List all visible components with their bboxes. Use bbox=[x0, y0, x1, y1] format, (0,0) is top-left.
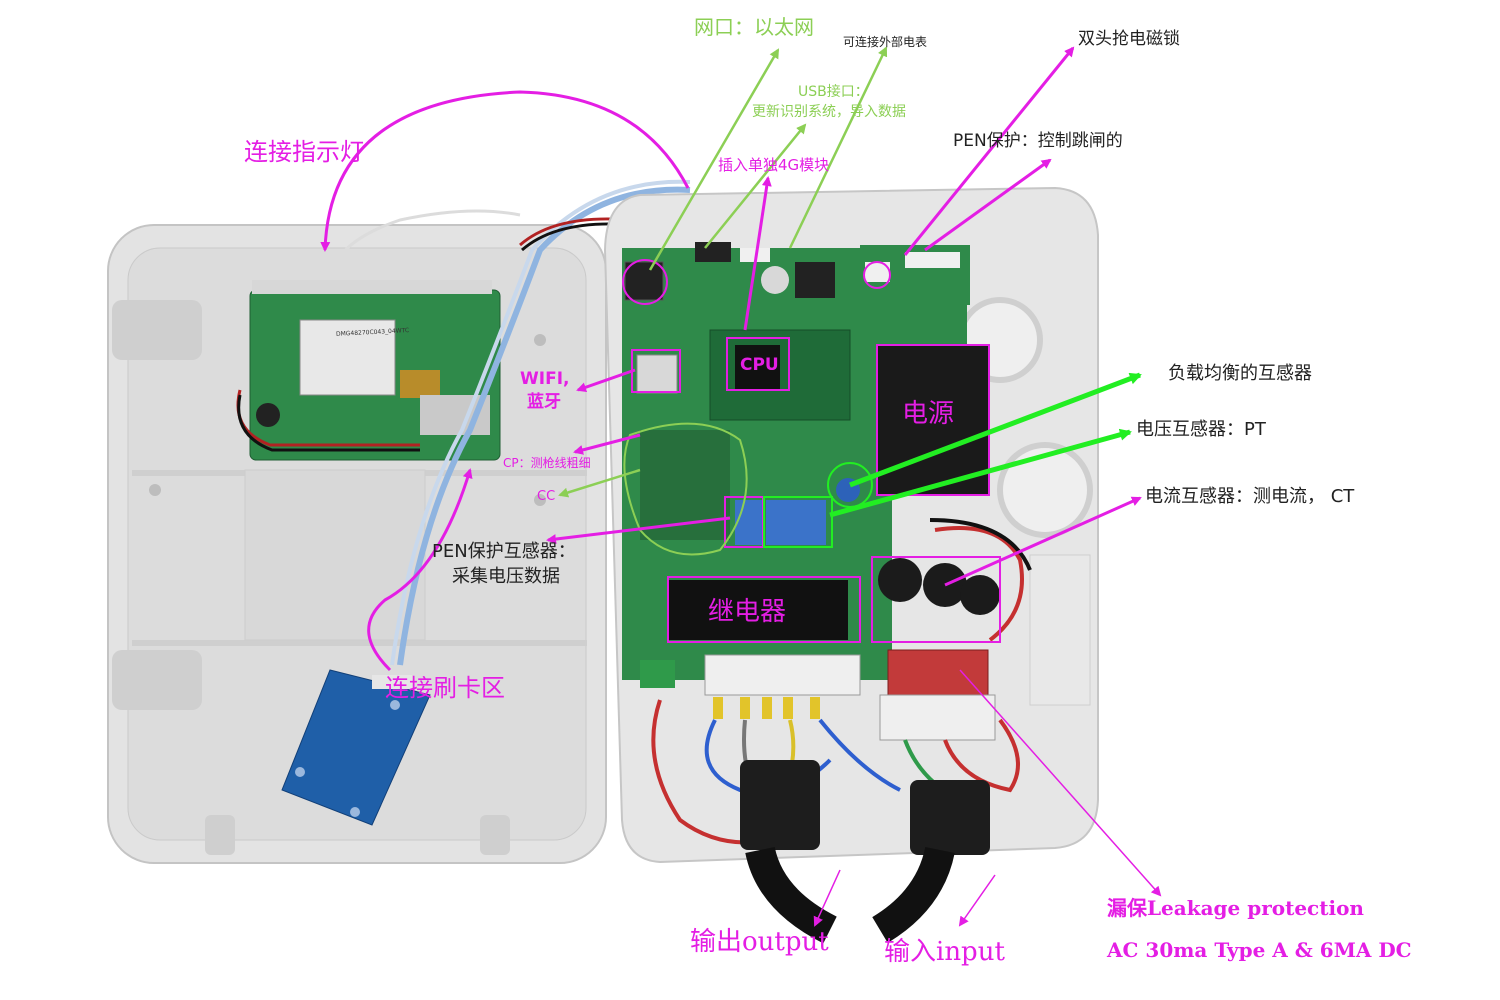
terminal-blocks bbox=[704, 654, 861, 719]
label-usb-port-line1: USB接口： bbox=[798, 84, 869, 100]
label-usb-port-line2: 更新识别系统，导入数据 bbox=[752, 104, 906, 120]
arrow-usb bbox=[704, 123, 807, 249]
label-power-supply: 电源 bbox=[902, 399, 955, 429]
leakage-breaker bbox=[879, 649, 996, 741]
arrow-4g-module bbox=[743, 176, 772, 331]
label-voltage-transformer: 电压互感器：PT bbox=[1136, 419, 1266, 440]
label-pen-transformer-line2: 采集电压数据 bbox=[452, 566, 560, 587]
arrow-ethernet bbox=[648, 48, 780, 271]
label-indicator-light: 连接指示灯 bbox=[244, 138, 364, 166]
arrow-cp bbox=[573, 433, 641, 455]
label-input: 输入input bbox=[884, 937, 1005, 967]
label-pen-protection: PEN保护：控制跳闸的 bbox=[953, 131, 1123, 151]
label-leakage-line2: AC 30ma Type A & 6MA DC bbox=[1107, 938, 1412, 962]
label-cpu: CPU bbox=[740, 355, 779, 375]
arrow-dual-gun-lock bbox=[903, 46, 1075, 256]
label-output: 输出output bbox=[690, 927, 829, 957]
label-card-reader-area: 连接刷卡区 bbox=[385, 674, 505, 702]
arrow-indicator-light bbox=[320, 90, 690, 252]
label-cp-sense: CP：测枪线粗细 bbox=[503, 456, 591, 470]
annotation-arrows-bright-green bbox=[829, 372, 1142, 518]
arrow-leakage bbox=[959, 669, 1162, 897]
label-current-transformer: 电流互感器：测电流， CT bbox=[1145, 486, 1355, 507]
arrow-input bbox=[958, 874, 996, 927]
label-dual-gun-lock: 双头抢电磁锁 bbox=[1078, 29, 1180, 49]
label-load-balance-ct: 负载均衡的互感器 bbox=[1168, 363, 1312, 384]
label-4g-module: 插入单独4G模块 bbox=[718, 156, 830, 174]
arrow-voltage-transformer bbox=[829, 428, 1132, 518]
annotation-arrows-green bbox=[558, 46, 888, 498]
arrow-output bbox=[813, 869, 841, 927]
label-ethernet-port: 网口：以太网 bbox=[694, 15, 814, 39]
label-cc: CC bbox=[537, 489, 556, 504]
label-external-meter: 可连接外部电表 bbox=[843, 35, 928, 49]
arrow-pen-protection bbox=[924, 158, 1052, 252]
label-relay: 继电器 bbox=[708, 597, 787, 627]
arrow-pen-transformer bbox=[546, 516, 731, 545]
arrow-external-meter bbox=[788, 46, 888, 249]
display-board bbox=[236, 280, 501, 461]
label-pen-transformer-line1: PEN保护互感器： bbox=[432, 541, 576, 562]
label-wifi-line1: WIFI, bbox=[520, 369, 570, 389]
arrow-wifi bbox=[576, 368, 636, 393]
rfid-reader-board bbox=[281, 669, 431, 826]
annotation-arrows-magenta bbox=[320, 46, 1162, 927]
arrow-cc bbox=[558, 468, 641, 498]
highlight-boxes bbox=[622, 259, 1001, 643]
label-wifi-line2: 蓝牙 bbox=[527, 392, 561, 412]
arrow-load-balance bbox=[849, 372, 1142, 488]
arrow-current-transformer bbox=[944, 496, 1142, 587]
label-leakage-line1: 漏保Leakage protection bbox=[1107, 896, 1364, 920]
arrow-card-reader bbox=[367, 468, 473, 672]
